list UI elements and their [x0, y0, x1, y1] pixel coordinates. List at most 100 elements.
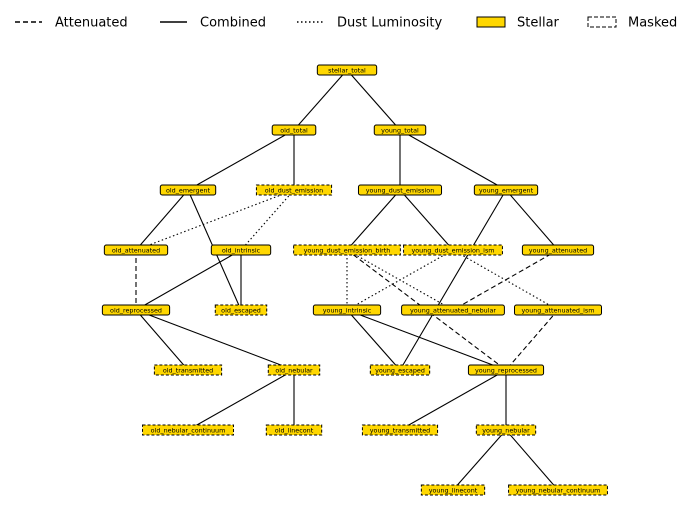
legend: Attenuated Combined Dust Luminosity Stellar… — [15, 16, 677, 31]
edge-young_dust_emission-to-young_dust_emission_ism — [399, 189, 454, 251]
edge-young_total-to-young_emergent — [399, 129, 507, 191]
node-young_dust_emission_birth: young_dust_emission_birth — [293, 244, 401, 256]
node-box — [373, 124, 427, 136]
node-box — [153, 364, 223, 376]
node-box — [312, 304, 382, 316]
node-label: young_reprocessed — [475, 366, 537, 374]
node-old_linecont: old_linecont — [265, 424, 323, 436]
node-label: young_attenuated_nebular — [410, 306, 496, 314]
node-box — [214, 304, 268, 316]
node-old_intrinsic: old_intrinsic — [210, 244, 272, 256]
node-label: old_dust_emission — [265, 186, 323, 194]
edge-young_intrinsic-to-young_reprocessed — [346, 309, 507, 371]
node-label: young_attenuated — [529, 246, 587, 254]
edge-old_dust_emission-to-old_attenuated — [135, 189, 295, 251]
edge-old_reprocessed-to-old_nebular — [135, 309, 295, 371]
edge-old_emergent-to-old_attenuated — [135, 189, 189, 251]
edge-young_nebular-to-young_linecont — [452, 429, 507, 491]
node-box — [293, 244, 401, 256]
node-label: young_emergent — [479, 186, 534, 194]
node-label: young_total — [381, 126, 419, 134]
node-label: young_linecont — [429, 486, 478, 494]
node-label: young_dust_emission — [366, 186, 435, 194]
node-box — [473, 184, 539, 196]
legend-label: Stellar — [517, 16, 560, 31]
node-young_linecont: young_linecont — [420, 484, 486, 496]
node-box — [316, 64, 378, 76]
node-box — [361, 424, 439, 436]
node-box — [514, 304, 602, 316]
node-box — [271, 124, 317, 136]
node-label: young_dust_emission_ism — [411, 246, 494, 254]
node-young_dust_emission_ism: young_dust_emission_ism — [403, 244, 503, 256]
node-box — [159, 184, 217, 196]
node-box — [142, 424, 234, 436]
node-young_intrinsic: young_intrinsic — [312, 304, 382, 316]
node-old_reprocessed: old_reprocessed — [101, 304, 171, 316]
node-young_attenuated_nebular: young_attenuated_nebular — [401, 304, 505, 316]
node-box — [103, 244, 169, 256]
edge-young_nebular-to-young_nebular_continuum — [505, 429, 559, 491]
node-old_emergent: old_emergent — [159, 184, 217, 196]
node-box — [420, 484, 486, 496]
node-old_total: old_total — [271, 124, 317, 136]
edge-old_nebular-to-old_nebular_continuum — [187, 369, 295, 431]
node-stellar_total: stellar_total — [316, 64, 378, 76]
edge-old_total-to-old_emergent — [187, 129, 295, 191]
node-box — [265, 424, 323, 436]
node-label: young_dust_emission_birth — [304, 246, 391, 254]
node-box — [101, 304, 171, 316]
node-young_attenuated: young_attenuated — [521, 244, 595, 256]
node-label: old_reprocessed — [110, 306, 162, 314]
node-label: young_nebular_continuum — [516, 486, 601, 494]
node-label: old_nebular_continuum — [151, 426, 226, 434]
node-label: young_nebular — [482, 426, 530, 434]
node-young_transmitted: young_transmitted — [361, 424, 439, 436]
edge-young_dust_emission_ism-to-young_intrinsic — [346, 249, 454, 311]
edge-stellar_total-to-young_total — [346, 69, 401, 131]
node-label: stellar_total — [328, 66, 366, 74]
node-label: old_linecont — [275, 426, 314, 434]
node-box — [475, 424, 537, 436]
node-label: old_intrinsic — [222, 246, 261, 254]
edge-old_intrinsic-to-old_reprocessed — [135, 249, 242, 311]
edge-young_emergent-to-young_attenuated — [505, 189, 559, 251]
legend-swatch-box — [476, 16, 506, 28]
edge-young_reprocessed-to-young_transmitted — [399, 369, 507, 431]
node-box — [508, 484, 608, 496]
node-box — [403, 244, 503, 256]
node-young_escaped: young_escaped — [369, 364, 431, 376]
node-label: young_intrinsic — [323, 306, 372, 314]
legend-label: Attenuated — [55, 16, 128, 31]
edge-old_reprocessed-to-old_transmitted — [135, 309, 189, 371]
node-label: old_attenuated — [112, 246, 160, 254]
legend-label: Dust Luminosity — [337, 16, 442, 31]
legend-item-stellar: Stellar — [476, 16, 560, 31]
node-young_dust_emission: young_dust_emission — [357, 184, 443, 196]
node-box — [210, 244, 272, 256]
node-label: young_transmitted — [370, 426, 430, 434]
node-young_reprocessed: young_reprocessed — [467, 364, 545, 376]
legend-item-combined: Combined — [160, 16, 266, 31]
node-label: old_emergent — [166, 186, 211, 194]
edge-young_dust_emission-to-young_dust_emission_birth — [346, 189, 401, 251]
nodes-layer: stellar_total old_total young_total old_eme… — [101, 64, 608, 496]
node-old_transmitted: old_transmitted — [153, 364, 223, 376]
edge-young_attenuated_ism-to-young_reprocessed — [505, 309, 559, 371]
legend-item-dust-luminosity: Dust Luminosity — [297, 16, 442, 31]
node-old_escaped: old_escaped — [214, 304, 268, 316]
node-box — [521, 244, 595, 256]
edge-young_intrinsic-to-young_escaped — [346, 309, 401, 371]
node-box — [267, 364, 321, 376]
legend-label: Masked — [628, 16, 677, 31]
legend-label: Combined — [200, 16, 266, 31]
node-label: old_total — [280, 126, 308, 134]
node-old_nebular: old_nebular — [267, 364, 321, 376]
node-label: young_attenuated_ism — [522, 306, 595, 314]
node-old_attenuated: old_attenuated — [103, 244, 169, 256]
legend-item-attenuated: Attenuated — [15, 16, 128, 31]
node-young_attenuated_ism: young_attenuated_ism — [514, 304, 602, 316]
node-old_dust_emission: old_dust_emission — [255, 184, 333, 196]
